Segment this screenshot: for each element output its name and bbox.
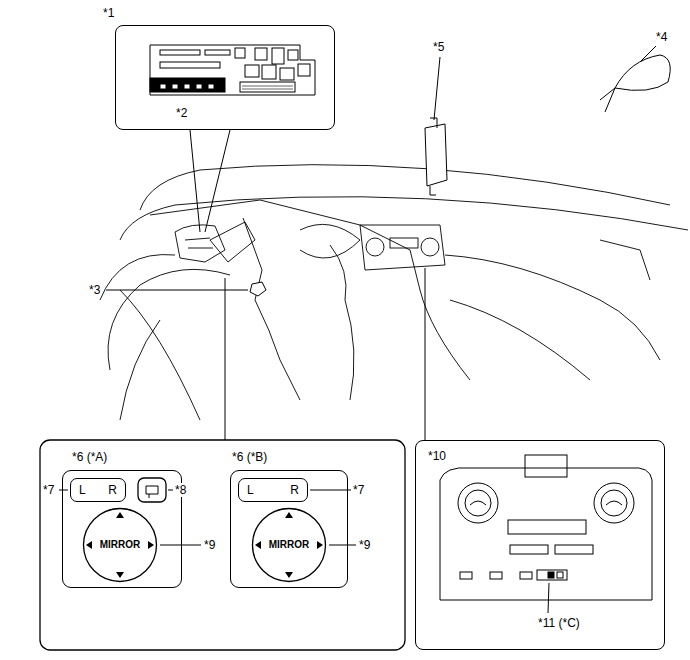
callout-number: *9	[358, 538, 371, 552]
leader-line	[425, 268, 426, 440]
leader-line	[225, 278, 226, 440]
part-symbol	[250, 282, 266, 296]
leader-line	[106, 290, 248, 291]
button-letter: R	[290, 483, 299, 497]
leader-line	[640, 46, 656, 62]
leader-line	[190, 130, 230, 232]
pad-text: MIRROR	[100, 538, 141, 552]
callout-number: *8	[174, 483, 187, 497]
mirror-symbol	[600, 55, 670, 112]
pad-text: MIRROR	[269, 538, 310, 552]
inset-box: *1*2	[115, 25, 335, 130]
callout-number: *3	[88, 283, 101, 297]
switch-heading: *6 (*B)	[232, 450, 267, 464]
vehicle-interior	[100, 165, 688, 420]
fuse-block	[150, 45, 315, 95]
button-letter: L	[247, 483, 254, 497]
callout-number: *10	[428, 449, 446, 463]
switch-heading: *6 (*A)	[72, 450, 107, 464]
callout-number: *11 (*C)	[538, 616, 580, 630]
switch-button: LR	[238, 478, 308, 502]
mirror-switch: *6 (*B)LRMIRROR	[228, 450, 353, 590]
mirror-switch: *6 (*A)LRMIRROR	[60, 450, 185, 590]
leader-line	[434, 57, 440, 120]
callout-number: *4	[655, 30, 668, 44]
retract-button	[138, 478, 166, 502]
callout-number: *7	[352, 483, 365, 497]
adjust-pad: MIRROR	[251, 507, 327, 583]
callout-number: *9	[203, 538, 216, 552]
button-letter: L	[79, 483, 86, 497]
callout-number: *7	[42, 483, 55, 497]
callout-number: *1	[103, 6, 114, 20]
leader-line	[548, 583, 549, 613]
callout-number: *2	[176, 106, 187, 120]
adjust-pad: MIRROR	[82, 507, 158, 583]
climate-panel	[440, 455, 652, 600]
inset-box: *10 *11 (*C)	[415, 440, 665, 650]
callout-number: *5	[432, 40, 445, 54]
switch-button: LR	[70, 478, 126, 502]
button-letter: R	[108, 483, 117, 497]
inset-frame	[40, 440, 405, 650]
ecu-symbol	[425, 118, 447, 195]
